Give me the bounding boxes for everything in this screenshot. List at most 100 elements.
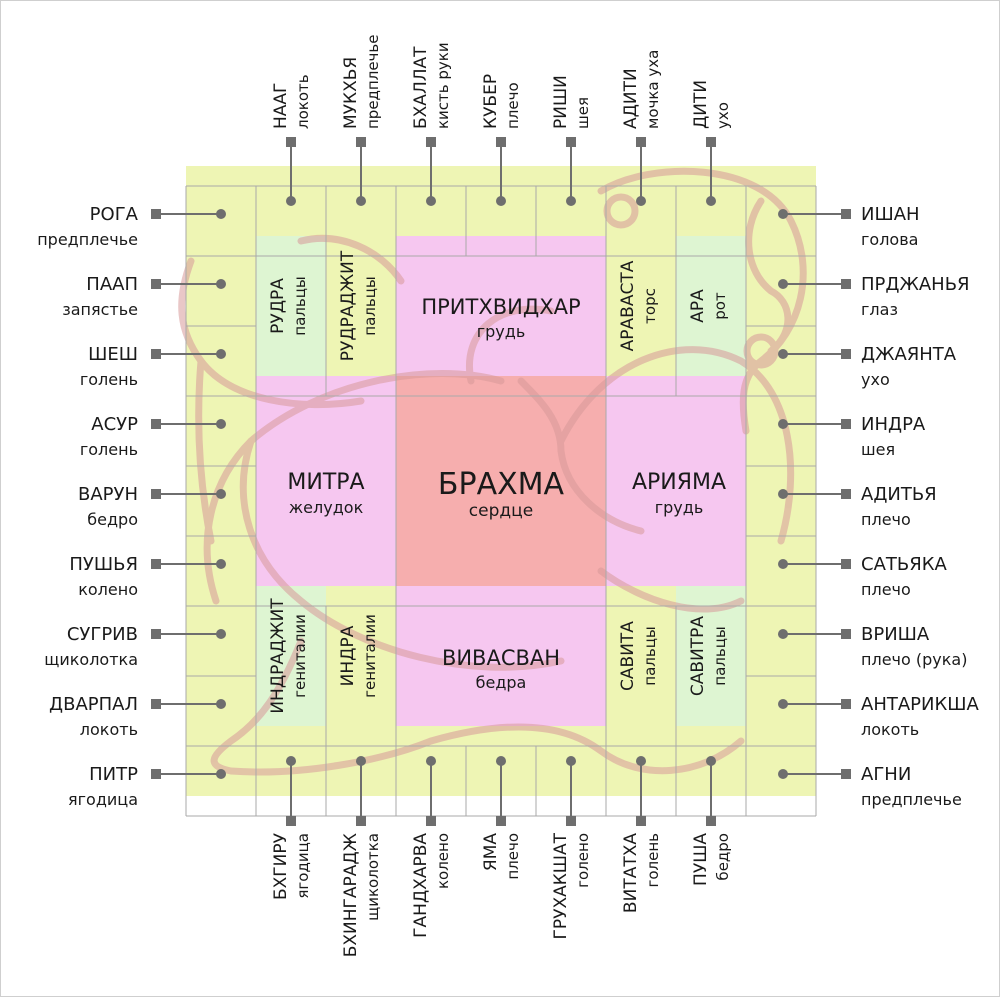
connector-tab [496,137,506,147]
right-label-part: предплечье [861,790,962,809]
indra-inner-name: ИНДРА [338,625,358,686]
right-label-name: ИШАН [861,204,920,225]
connectors [151,137,851,826]
right-label-name: САТЬЯКА [861,554,948,575]
connector-tab [841,769,851,779]
right-label-name: ВРИША [861,624,930,645]
connector-tab [841,349,851,359]
right-label-name: АДИТЬЯ [861,484,937,505]
connector-tab [151,559,161,569]
top-label-name: БХАЛЛАТ [411,46,431,129]
vivasvan-part: бедра [476,673,527,692]
savita-part: пальцы [641,626,659,685]
top-label-name: РИШИ [551,75,571,129]
left-label-part: колено [78,580,138,599]
pritkhvidkhar-name: ПРИТХВИДХАР [421,295,580,319]
bottom-label-name: БХГИРУ [271,832,291,900]
indra-inner-part: гениталии [361,614,379,698]
left-label-name: ВАРУН [78,484,138,505]
savita-name: САВИТА [618,621,638,691]
right-label-part: плечо [861,580,911,599]
left-label-name: СУГРИВ [67,624,138,645]
left-label-name: ПУШЬЯ [69,554,138,575]
connector-tab [356,137,366,147]
rudradzhit-part: пальцы [361,276,379,335]
connector-tab [841,699,851,709]
rudradzhit-name: РУДРАДЖИТ [338,250,358,361]
left-label-name: ДВАРПАЛ [49,694,138,715]
connector-tab [636,137,646,147]
connector-tab [841,629,851,639]
right-label-part: локоть [861,720,919,739]
connector-tab [286,816,296,826]
bottom-label-name: ГАНДХАРВА [411,833,431,938]
left-label-part: щиколотка [44,650,138,669]
top-label-name: КУБЕР [481,74,501,129]
top-label-part: плечо [504,82,522,129]
bottom-label-name: ВИТАТХА [621,833,641,913]
right-label-part: глаз [861,300,898,319]
ariyama-part: грудь [655,498,704,517]
top-label-name: ДИТИ [691,80,711,129]
left-label-part: локоть [80,720,138,739]
savitra-part: пальцы [711,626,729,685]
top-label-part: шея [574,97,592,129]
brahma-part: сердце [469,501,533,521]
bottom-label-part: бедро [714,833,732,881]
right-label-name: АГНИ [861,764,911,785]
left-label-part: бедро [87,510,138,529]
indradzhit-name: ИНДРАДЖИТ [268,598,288,714]
connector-tab [706,137,716,147]
zone-pritkhvidkhar-bg [396,236,606,376]
connector-tab [426,137,436,147]
top-label-part: предплечье [364,35,382,129]
connector-tab [841,279,851,289]
bottom-label-part: колено [434,833,452,889]
connector-tab [841,559,851,569]
left-label-name: АСУР [91,414,138,435]
bottom-label-name: ПУША [691,833,711,886]
connector-tab [151,699,161,709]
mitra-name: МИТРА [287,470,364,495]
zone-indra-inner-bg [326,586,396,726]
right-label-part: ухо [861,370,890,389]
top-label-part: кисть руки [434,42,452,129]
connector-tab [151,349,161,359]
connector-tab [636,816,646,826]
bottom-label-name: ЯМА [481,833,501,871]
ara-name: АРА [688,289,708,323]
grid-background [186,166,816,796]
connector-tab [286,137,296,147]
rudra-name: РУДРА [268,278,288,334]
vivasvan-name: ВИВАСВАН [442,646,560,670]
savitra-name: САВИТРА [688,616,708,697]
connector-tab [151,209,161,219]
purusha-figure-outline [178,167,807,776]
connector-tab [151,489,161,499]
top-label-name: МУКХЬЯ [341,57,361,129]
connector-tab [841,209,851,219]
right-label-part: плечо [861,510,911,529]
bottom-label-part: плечо [504,833,522,880]
top-label-part: локоть [294,74,312,129]
zone-vivasvan-bg [396,586,606,726]
connector-tab [496,816,506,826]
bottom-label-part: голено [574,833,592,888]
left-label-name: ПААП [86,274,138,295]
right-label-part: плечо (рука) [861,650,967,669]
mitra-part: желудок [289,498,364,517]
zone-savita-bg [606,586,676,726]
connector-tab [151,279,161,289]
left-label-part: запястье [62,300,138,319]
right-label-name: АНТАРИКША [861,694,980,715]
right-label-part: голова [861,230,918,249]
right-label-name: ДЖАЯНТА [861,344,957,365]
connector-tab [151,629,161,639]
pritkhvidkhar-part: грудь [477,322,526,341]
left-label-part: голень [80,440,138,459]
connector-tab [151,769,161,779]
grid-lines [185,185,817,817]
right-label-part: шея [861,440,895,459]
